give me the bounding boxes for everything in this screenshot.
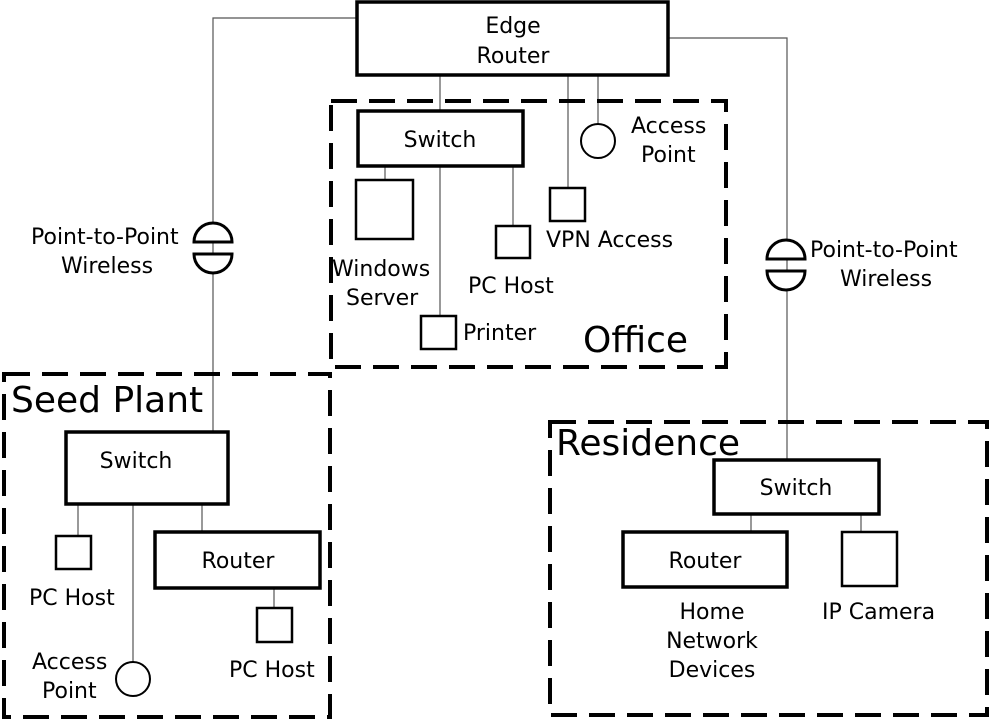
seed-plant-switch-box <box>64 430 230 506</box>
link-edge-to-residence <box>668 37 788 460</box>
ip-camera-box <box>840 530 899 588</box>
seed-plant-switch-node[interactable]: Switch <box>64 430 230 506</box>
ptp-wireless-left-icon <box>192 221 234 275</box>
seed-plant-router-node[interactable]: Router <box>153 530 322 590</box>
vpn-access-label: VPN Access <box>546 228 673 253</box>
windows-server-node[interactable]: Windows Server <box>332 178 430 311</box>
ptp-wireless-right-label-line1: Point-to-Point <box>810 238 958 263</box>
residence-router-box <box>621 530 789 589</box>
residence-switch-box <box>712 458 881 516</box>
office-access-point-node[interactable]: Access Point <box>580 114 706 168</box>
seed-plant-pc-host-1-label: PC Host <box>29 586 115 611</box>
ptp-wireless-right-node[interactable]: Point-to-Point Wireless <box>765 238 958 292</box>
printer-node[interactable]: Printer <box>419 314 537 351</box>
office-access-point-label-line2: Point <box>641 143 696 168</box>
seed-plant-pc-host-1-box <box>54 534 93 571</box>
access-point-icon <box>580 123 616 159</box>
ptp-wireless-left-label-line2: Wireless <box>61 254 153 279</box>
ptp-wireless-left-label-line1: Point-to-Point <box>31 225 179 250</box>
home-network-devices-label-group: Home Network Devices <box>666 600 758 683</box>
vpn-access-box <box>548 186 587 223</box>
printer-box <box>419 314 458 351</box>
ptp-wireless-right-label-line2: Wireless <box>840 267 932 292</box>
seed-plant-pc-host-2-box <box>255 606 294 644</box>
seed-plant-zone-boundary <box>2 372 332 719</box>
seed-plant-access-point-label-line2: Point <box>42 679 97 704</box>
seed-plant-pc-host-1-node[interactable]: PC Host <box>29 534 115 611</box>
home-network-devices-label-line2: Network <box>666 629 758 654</box>
office-switch-label: Switch <box>404 128 477 153</box>
windows-server-box <box>354 178 415 241</box>
edge-router-box <box>355 0 670 77</box>
ip-camera-label: IP Camera <box>822 600 935 625</box>
residence-router-node[interactable]: Router <box>621 530 789 589</box>
edge-router-label-line2: Router <box>477 44 551 69</box>
seed-plant-zone-label: Seed Plant <box>11 380 203 421</box>
office-pc-host-box <box>494 224 532 260</box>
office-pc-host-label: PC Host <box>468 274 554 299</box>
seed-plant-access-point-node[interactable]: Access Point <box>32 650 151 704</box>
seed-plant-pc-host-2-label: PC Host <box>229 658 315 683</box>
residence-router-label: Router <box>669 549 743 574</box>
office-pc-host-node[interactable]: PC Host <box>468 224 554 299</box>
printer-label: Printer <box>463 321 537 346</box>
seed-plant-access-point-icon <box>115 661 151 697</box>
ptp-wireless-left-node[interactable]: Point-to-Point Wireless <box>31 221 234 279</box>
edge-router-label-line1: Edge <box>485 14 540 39</box>
ip-camera-node[interactable]: IP Camera <box>822 530 935 625</box>
seed-plant-router-box <box>153 530 322 590</box>
home-network-devices-label-line1: Home <box>680 600 745 625</box>
seed-plant-switch-label: Switch <box>100 449 173 474</box>
seed-plant-router-label: Router <box>202 549 276 574</box>
residence-switch-node[interactable]: Switch <box>712 458 881 516</box>
connection-lines <box>77 17 862 662</box>
office-switch-box <box>356 109 525 168</box>
windows-server-label-line1: Windows <box>332 257 430 282</box>
seed-plant-pc-host-2-node[interactable]: PC Host <box>229 606 315 683</box>
seed-plant-access-point-label-line1: Access <box>32 650 107 675</box>
office-access-point-label-line1: Access <box>631 114 706 139</box>
office-zone-boundary <box>329 99 728 369</box>
windows-server-label-line2: Server <box>346 286 419 311</box>
vpn-access-node[interactable]: VPN Access <box>546 186 673 253</box>
residence-zone-boundary <box>548 420 989 717</box>
home-network-devices-label-line3: Devices <box>669 658 756 683</box>
office-switch-node[interactable]: Switch <box>356 109 525 168</box>
ptp-wireless-right-icon <box>765 238 807 292</box>
residence-switch-label: Switch <box>760 476 833 501</box>
link-edge-to-seed-plant <box>212 17 357 432</box>
office-zone-label: Office <box>583 320 688 361</box>
edge-router-node[interactable]: Edge Router <box>355 0 670 77</box>
residence-zone-label: Residence <box>556 423 740 464</box>
